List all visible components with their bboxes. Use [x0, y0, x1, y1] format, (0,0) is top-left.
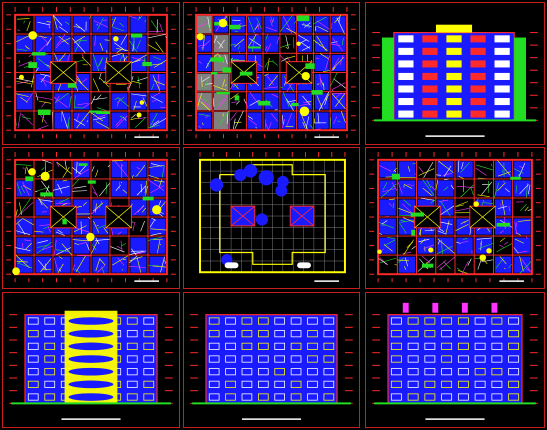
sheet-panel-plan-5[interactable]: [365, 147, 545, 289]
elevation-drawing: [190, 314, 353, 420]
floor-plan-drawing: [6, 6, 176, 139]
floor-plan-drawing: [6, 151, 176, 283]
sheet-panel-elevation-2[interactable]: [2, 292, 180, 428]
elevation-drawing: [9, 310, 173, 420]
sheet-panel-plan-3[interactable]: [2, 147, 180, 289]
roof-plan-drawing: [199, 151, 346, 282]
floor-plan-drawing: [187, 6, 356, 139]
sheet-panel-plan-4[interactable]: [183, 147, 360, 289]
elevation-drawing: [372, 302, 538, 420]
sheet-panel-elevation-3[interactable]: [183, 292, 360, 428]
sheet-panel-elevation-4[interactable]: [365, 292, 545, 428]
sheet-panel-elevation-1[interactable]: [365, 2, 545, 145]
sheet-panel-plan-1[interactable]: [2, 2, 180, 145]
floor-plan-drawing: [369, 151, 541, 283]
elevation-drawing: [372, 24, 538, 137]
sheet-panel-plan-2[interactable]: [183, 2, 360, 145]
